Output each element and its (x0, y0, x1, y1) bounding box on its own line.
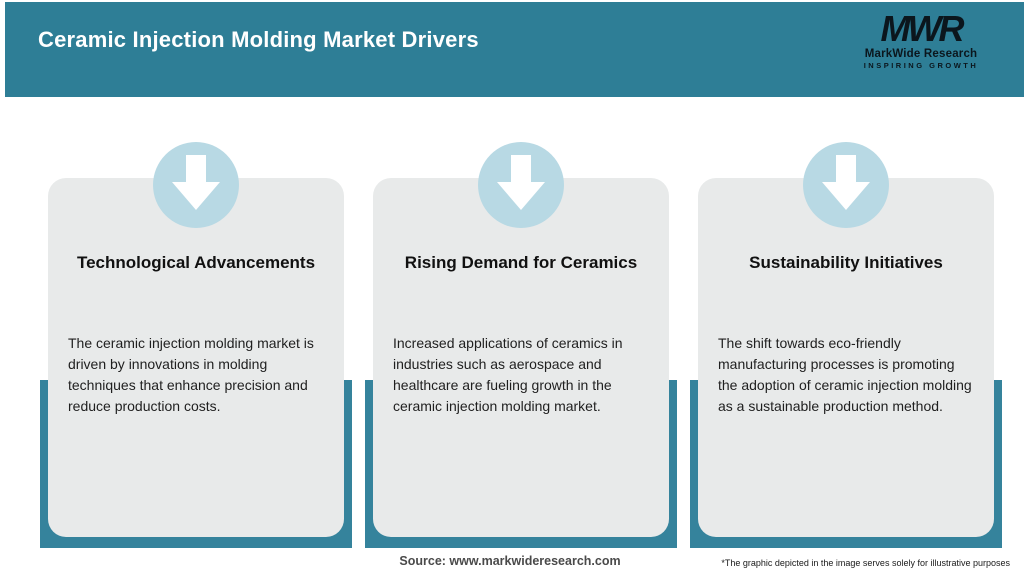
card-description: Increased applications of ceramics in in… (393, 335, 623, 414)
driver-card-1: Technological Advancements The ceramic i… (48, 178, 344, 537)
header-band: Ceramic Injection Molding Market Drivers… (5, 2, 1024, 97)
card-description: The shift towards eco-friendly manufactu… (718, 335, 972, 414)
circle-badge-3 (803, 142, 889, 228)
disclaimer-text: *The graphic depicted in the image serve… (721, 558, 1010, 568)
logo-monogram: MWR (880, 8, 965, 49)
card-title: Technological Advancements (76, 253, 316, 272)
markwide-research-logo: MWR MarkWide Research INSPIRING GROWTH (846, 10, 996, 71)
down-arrow-icon (478, 142, 564, 228)
circle-badge-2 (478, 142, 564, 228)
driver-card-2: Rising Demand for Ceramics Increased app… (373, 178, 669, 537)
driver-card-3: Sustainability Initiatives The shift tow… (698, 178, 994, 537)
card-title: Sustainability Initiatives (749, 253, 943, 272)
down-arrow-icon (153, 142, 239, 228)
source-text: Source: www.markwideresearch.com (399, 554, 621, 568)
logo-company-name: MarkWide Research (864, 48, 978, 60)
down-arrow-icon (803, 142, 889, 228)
page-title: Ceramic Injection Molding Market Drivers (38, 27, 479, 52)
card-title: Rising Demand for Ceramics (404, 253, 638, 272)
card-description: The ceramic injection molding market is … (68, 335, 314, 414)
logo-tagline: INSPIRING GROWTH (863, 61, 979, 70)
circle-badge-1 (153, 142, 239, 228)
